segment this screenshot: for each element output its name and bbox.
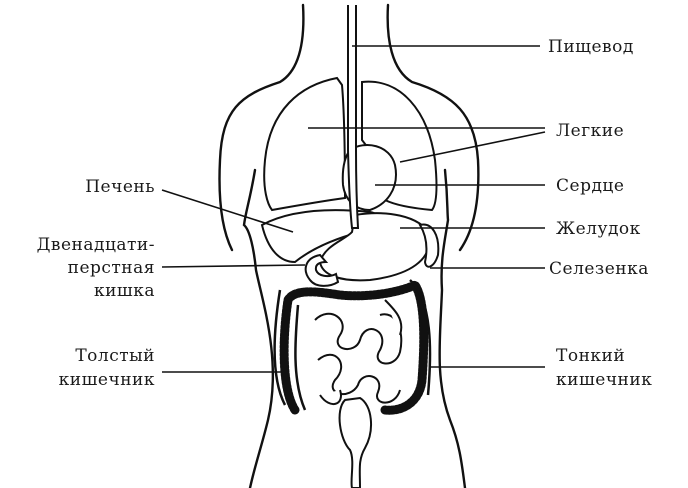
- spleen: [418, 223, 440, 268]
- label-duodenum-2: перстная: [68, 258, 155, 278]
- label-large-intestine-1: Толстый: [75, 346, 155, 366]
- esophagus: [347, 5, 360, 229]
- leader-lungs-2: [399, 131, 546, 163]
- leader-liver: [161, 189, 294, 233]
- duodenum: [304, 253, 340, 287]
- label-liver: Печень: [85, 177, 155, 197]
- label-spleen: Селезенка: [549, 259, 649, 279]
- label-small-intestine-2: кишечник: [556, 370, 652, 390]
- label-heart: Сердце: [556, 176, 624, 196]
- leader-duodenum: [161, 264, 306, 268]
- label-stomach: Желудок: [556, 219, 641, 239]
- rectum: [338, 396, 372, 488]
- label-duodenum-3: кишка: [94, 281, 155, 301]
- stomach: [318, 212, 432, 282]
- label-small-intestine-1: Тонкий: [556, 346, 625, 366]
- label-esophagus: Пищевод: [548, 37, 634, 57]
- body-outline: [218, 3, 480, 488]
- label-large-intestine-2: кишечник: [59, 370, 155, 390]
- small-intestine: [314, 299, 403, 405]
- label-duodenum-1: Двенадцати-: [37, 235, 155, 255]
- label-lungs: Легкие: [556, 121, 624, 141]
- large-intestine: [273, 279, 432, 488]
- left-lung: [263, 76, 347, 212]
